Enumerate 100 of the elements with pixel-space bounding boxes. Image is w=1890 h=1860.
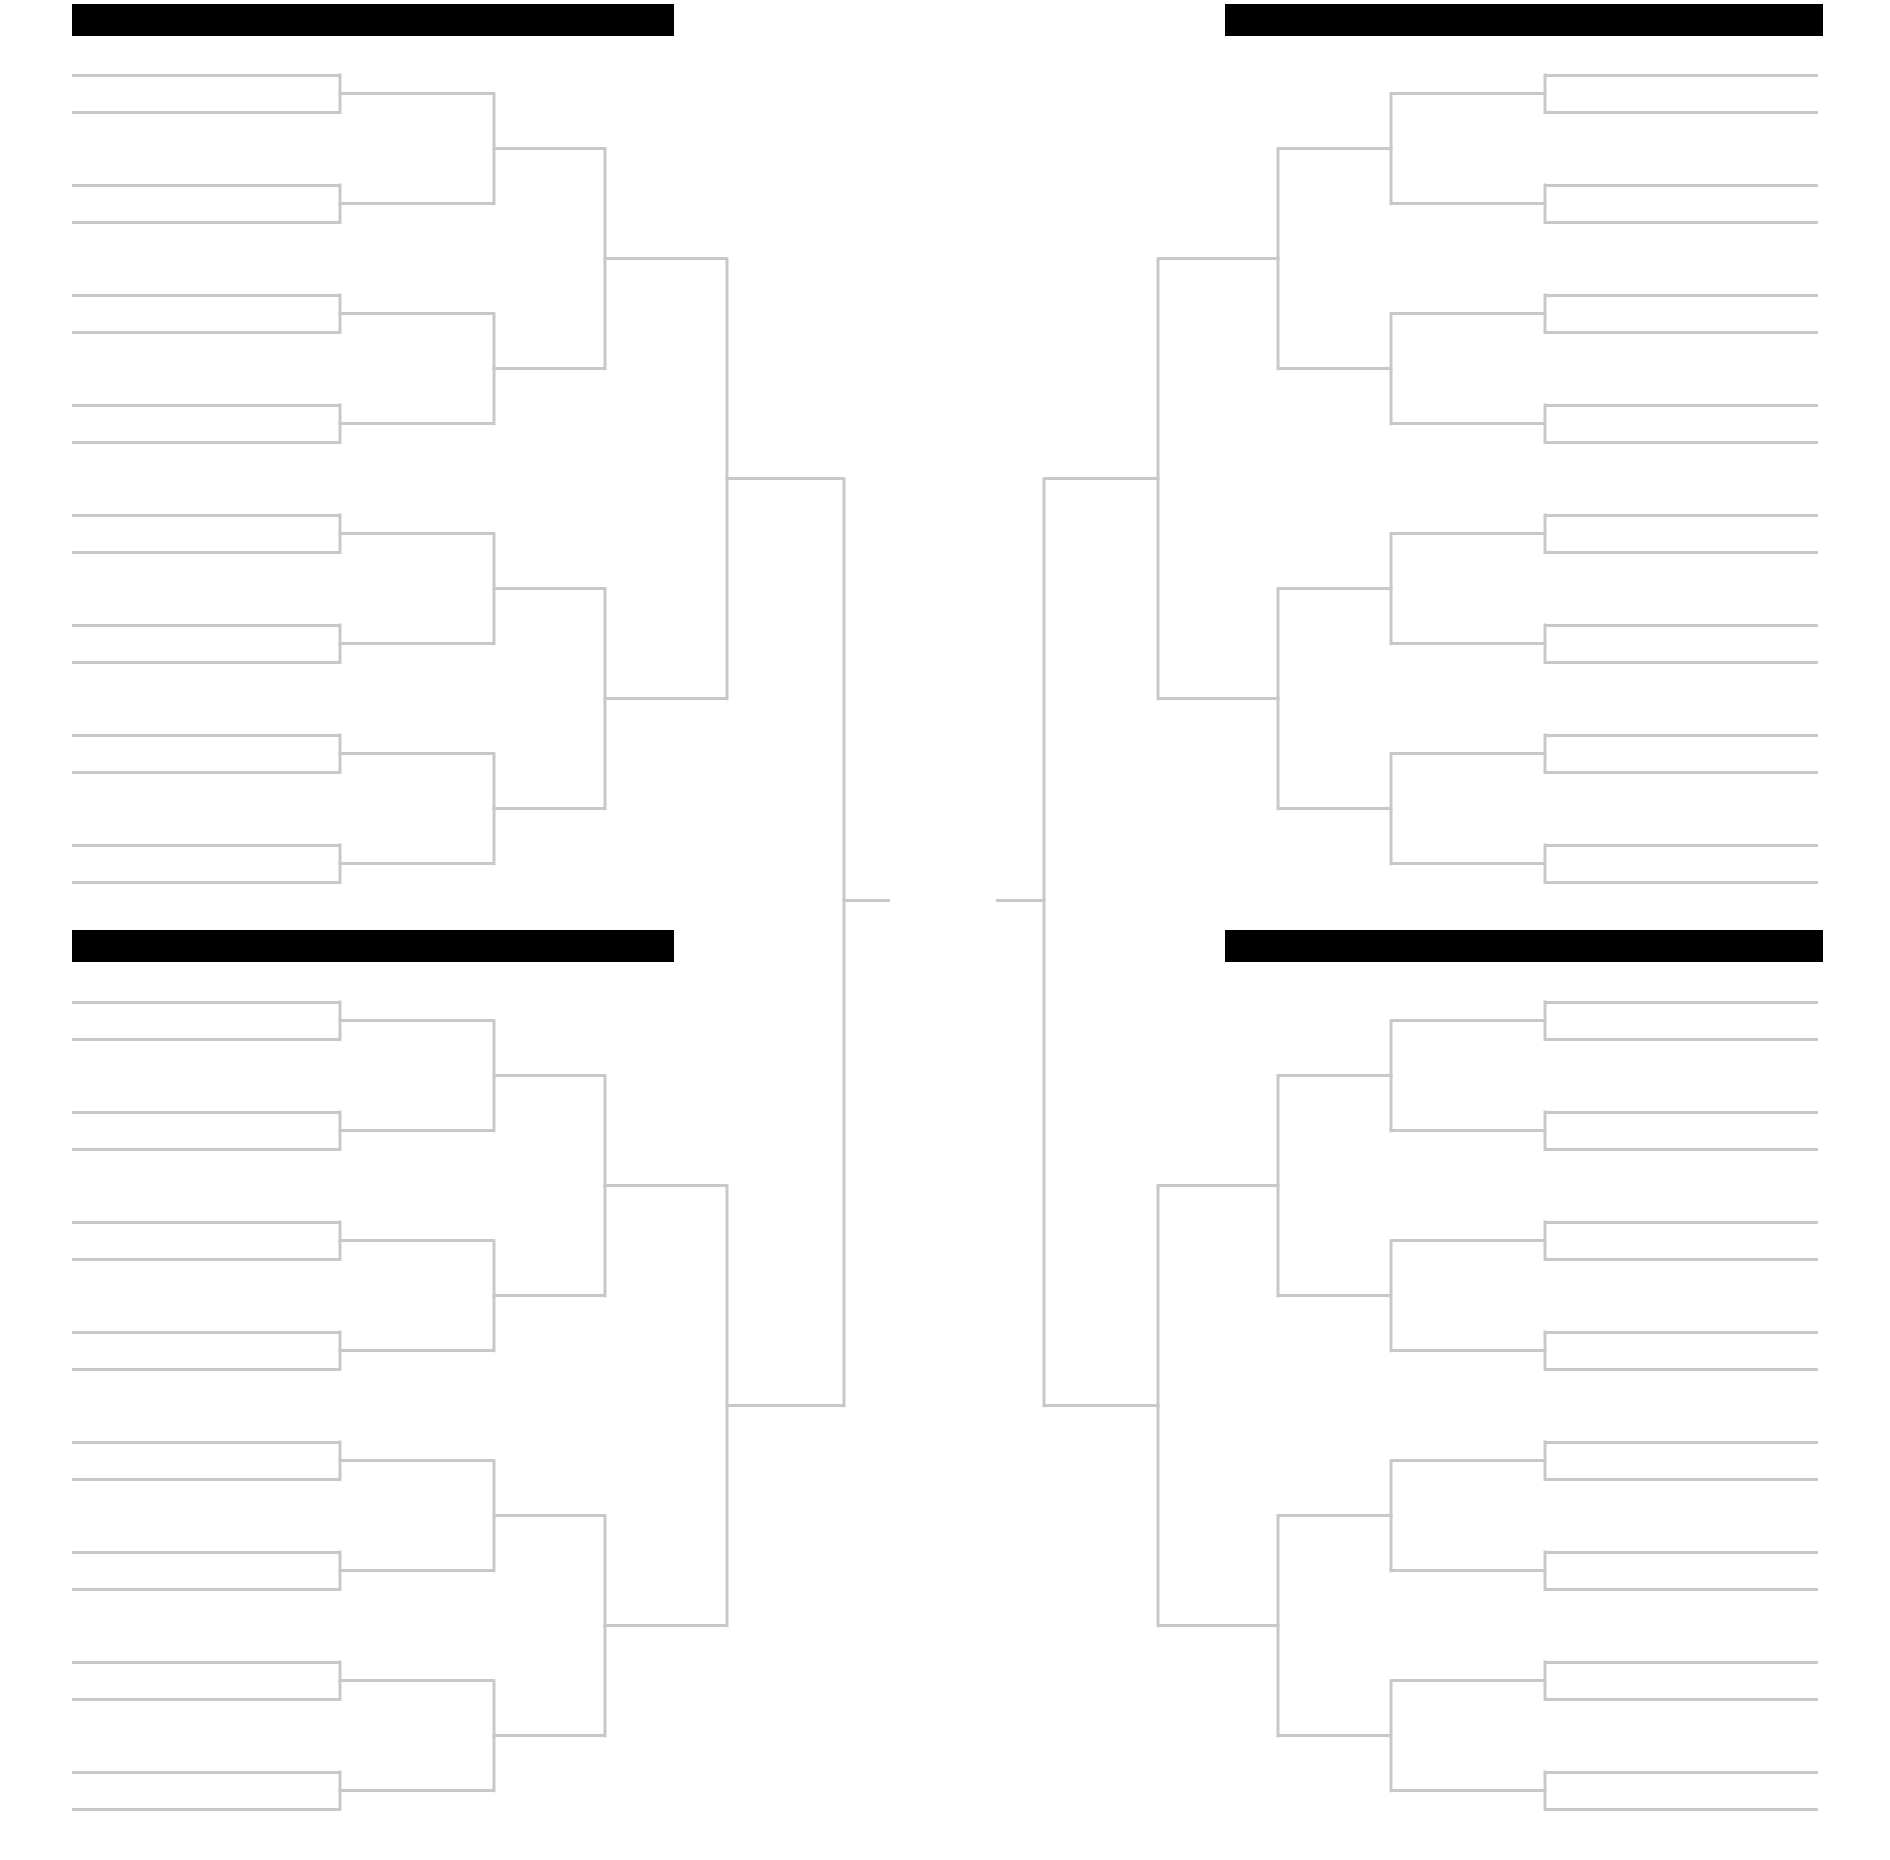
fill-in-line	[72, 1038, 340, 1041]
fill-in-line	[72, 843, 340, 847]
connector-line	[338, 1459, 342, 1481]
fill-in-line	[72, 73, 340, 77]
fill-in-line	[72, 1478, 340, 1481]
fill-in-line	[1391, 752, 1545, 756]
fill-in-line	[340, 1789, 494, 1793]
fill-in-line	[605, 1624, 727, 1628]
fill-in-line	[1545, 771, 1818, 774]
fill-in-line	[1545, 1038, 1818, 1041]
connector-line	[1543, 1239, 1547, 1261]
connector-line	[1389, 807, 1393, 866]
fill-in-line	[340, 1239, 494, 1243]
fill-in-line	[1391, 1569, 1545, 1573]
connector-line	[842, 477, 846, 902]
fill-in-line	[1545, 183, 1818, 187]
connector-line	[1042, 477, 1046, 902]
fill-in-line	[1278, 147, 1391, 151]
fill-in-line	[72, 1440, 340, 1444]
header-bar	[72, 4, 674, 36]
fill-in-line	[494, 1074, 605, 1078]
fill-in-line	[1545, 1148, 1818, 1151]
connector-line	[725, 1404, 729, 1628]
connector-line	[603, 1624, 607, 1738]
connector-line	[1389, 1294, 1393, 1353]
connector-line	[338, 92, 342, 114]
fill-in-line	[1545, 1550, 1818, 1554]
connector-line	[603, 257, 607, 371]
fill-in-line	[72, 1588, 340, 1591]
connector-line	[1276, 1624, 1280, 1738]
connector-line	[842, 898, 846, 1408]
fill-in-line	[494, 1514, 605, 1518]
connector-line	[338, 1239, 342, 1261]
connector-line	[1389, 147, 1393, 206]
fill-in-line	[72, 661, 340, 664]
connector-line	[1156, 1404, 1160, 1628]
fill-in-line	[1545, 1770, 1818, 1774]
fill-in-line	[340, 1349, 494, 1353]
connector-line	[1543, 202, 1547, 224]
connector-line	[1543, 1459, 1547, 1481]
fill-in-line	[1545, 513, 1818, 517]
connector-line	[1543, 422, 1547, 444]
fill-in-line	[1545, 843, 1818, 847]
connector-line	[1543, 92, 1547, 114]
fill-in-line	[1278, 1074, 1391, 1078]
connector-line	[1543, 532, 1547, 554]
fill-in-line	[1545, 551, 1818, 554]
fill-in-line	[494, 587, 605, 591]
connector-line	[1543, 1679, 1547, 1701]
fill-in-line	[1391, 1239, 1545, 1243]
connector-line	[492, 1294, 496, 1353]
fill-in-line	[72, 331, 340, 334]
connector-line	[603, 1184, 607, 1298]
fill-in-line	[1044, 477, 1158, 481]
connector-line	[1042, 898, 1046, 1408]
connector-line	[338, 1019, 342, 1041]
connector-line	[338, 752, 342, 774]
fill-in-line	[605, 697, 727, 701]
fill-in-line	[605, 1184, 727, 1188]
fill-in-line	[1545, 73, 1818, 77]
fill-in-line	[72, 1330, 340, 1334]
header-bar	[72, 930, 674, 962]
fill-in-line	[1158, 1184, 1278, 1188]
connector-line	[338, 1129, 342, 1151]
fill-in-line	[494, 1294, 605, 1298]
fill-in-line	[844, 898, 890, 902]
fill-in-line	[1278, 1294, 1391, 1298]
fill-in-line	[1545, 1660, 1818, 1664]
fill-in-line	[1545, 733, 1818, 737]
fill-in-line	[72, 1550, 340, 1554]
connector-line	[338, 1789, 342, 1811]
fill-in-line	[72, 1258, 340, 1261]
fill-in-line	[1545, 1110, 1818, 1114]
fill-in-line	[340, 92, 494, 96]
fill-in-line	[72, 1808, 340, 1811]
fill-in-line	[72, 1368, 340, 1371]
connector-line	[1543, 642, 1547, 664]
connector-line	[1389, 1074, 1393, 1133]
connector-line	[338, 202, 342, 224]
header-bar	[1225, 4, 1823, 36]
fill-in-line	[72, 1220, 340, 1224]
connector-line	[1543, 1129, 1547, 1151]
fill-in-line	[72, 293, 340, 297]
fill-in-line	[72, 771, 340, 774]
connector-line	[338, 422, 342, 444]
fill-in-line	[1545, 1258, 1818, 1261]
fill-in-line	[1545, 1698, 1818, 1701]
fill-in-line	[605, 257, 727, 261]
fill-in-line	[1278, 807, 1391, 811]
fill-in-line	[1545, 331, 1818, 334]
fill-in-line	[72, 1148, 340, 1151]
fill-in-line	[1545, 623, 1818, 627]
fill-in-line	[340, 862, 494, 866]
fill-in-line	[1545, 111, 1818, 114]
connector-line	[492, 1074, 496, 1133]
fill-in-line	[340, 532, 494, 536]
connector-line	[1156, 477, 1160, 701]
fill-in-line	[340, 312, 494, 316]
fill-in-line	[1545, 1478, 1818, 1481]
connector-line	[492, 807, 496, 866]
